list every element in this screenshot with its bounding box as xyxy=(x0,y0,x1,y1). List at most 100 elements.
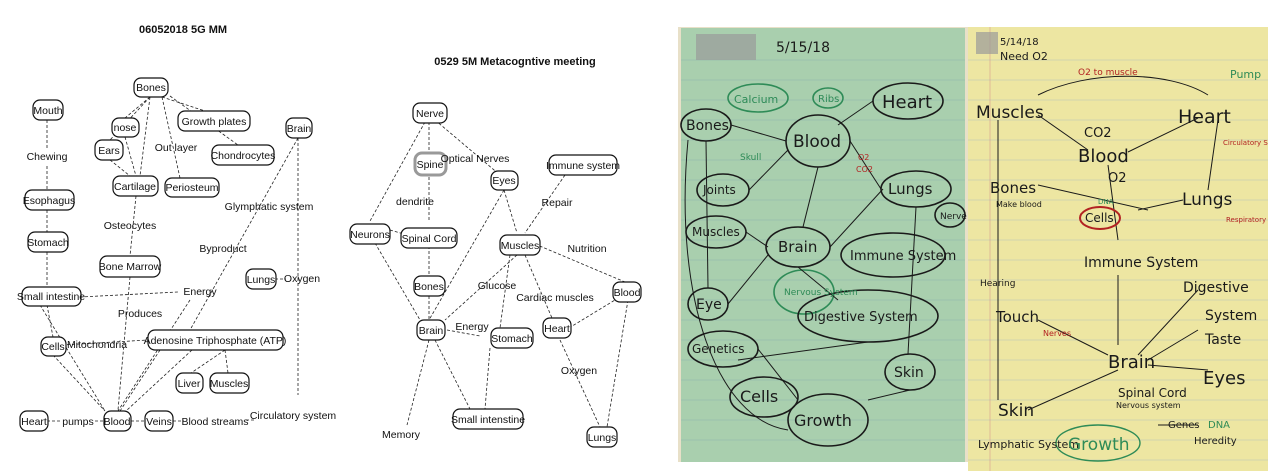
label-out-layer: Out layer xyxy=(155,142,198,154)
concept-map-06052018: 06052018 5G MM Mouth Bon xyxy=(0,0,345,471)
photo1-heart: Heart xyxy=(882,92,932,113)
node-growth-plates: Growth plates xyxy=(177,110,251,132)
node-periosteum: Periosteum xyxy=(164,177,220,198)
svg-text:Small intestine: Small intestine xyxy=(17,291,85,303)
photo1-calcium: Calcium xyxy=(734,93,778,106)
photo2-dna: DNA xyxy=(1098,198,1114,206)
photo1-joints: Joints xyxy=(702,183,736,197)
photo2-nerves: Nerves xyxy=(1043,329,1071,338)
node-blood: Blood xyxy=(103,410,132,432)
photo2-cells: Cells xyxy=(1085,211,1114,225)
label-chewing: Chewing xyxy=(27,151,68,163)
photo1-eye: Eye xyxy=(696,297,722,313)
svg-text:Neurons: Neurons xyxy=(350,229,390,241)
photo1-brain: Brain xyxy=(778,238,817,256)
photo2-taste: Taste xyxy=(1204,332,1241,348)
node-nerve: Nerve xyxy=(412,102,448,124)
photo2-nervous: Nervous system xyxy=(1116,401,1181,410)
photo1-growth: Growth xyxy=(794,411,852,430)
node-veins: Veins xyxy=(144,410,174,432)
node-heart: Heart xyxy=(542,317,572,339)
photo1-immune: Immune System xyxy=(850,249,956,264)
node-bone-marrow: Bone Marrow xyxy=(99,255,162,278)
node-chondrocytes: Chondrocytes xyxy=(211,144,276,166)
ruled-lines-yellow xyxy=(968,59,1268,461)
cells-circle xyxy=(1079,206,1121,230)
diagram2-edges xyxy=(369,119,629,428)
svg-text:Blood: Blood xyxy=(104,416,131,428)
svg-text:Eyes: Eyes xyxy=(492,175,515,187)
svg-text:Chondrocytes: Chondrocytes xyxy=(211,150,276,162)
node-stomach: Stomach xyxy=(490,327,534,349)
node-brain: Brain xyxy=(285,117,313,139)
svg-text:Spinal Cord: Spinal Cord xyxy=(402,233,457,245)
node-lungs: Lungs xyxy=(245,268,277,290)
label-blood-streams: Blood streams xyxy=(181,416,248,428)
blurred-name-2 xyxy=(976,32,998,54)
photo1-skin: Skin xyxy=(894,365,924,381)
svg-text:Blood: Blood xyxy=(614,287,641,299)
node-atp: Adenosine Triphosphate (ATP) xyxy=(144,329,287,351)
photo1-blood: Blood xyxy=(793,132,841,152)
photo2-skin: Skin xyxy=(998,401,1034,421)
photo2-muscles: Muscles xyxy=(976,103,1044,123)
svg-text:Growth plates: Growth plates xyxy=(182,116,247,128)
label-dendrite: dendrite xyxy=(396,196,434,208)
photo2-blood: Blood xyxy=(1078,146,1129,167)
photo2-eyes: Eyes xyxy=(1203,368,1245,389)
photo2-heredity: Heredity xyxy=(1194,436,1237,447)
label-cardiac-muscles: Cardiac muscles xyxy=(516,292,594,304)
label-produces: Produces xyxy=(118,308,162,320)
svg-text:Nerve: Nerve xyxy=(416,108,444,120)
photo2-arrows xyxy=(997,75,1219,426)
svg-text:Bones: Bones xyxy=(136,82,166,94)
photo2-lungs: Lungs xyxy=(1182,190,1233,210)
node-cartilage: Cartilage xyxy=(112,175,159,197)
photo2-genes: Genes xyxy=(1168,420,1200,431)
svg-text:Mouth: Mouth xyxy=(33,105,62,117)
photo2-o2: O2 xyxy=(1108,171,1127,186)
concept-map-06052018-svg: 06052018 5G MM Mouth Bon xyxy=(17,24,337,432)
photo2-pump: Pump xyxy=(1230,68,1261,81)
svg-text:Heart: Heart xyxy=(544,323,570,335)
photo1-co2: CO2 xyxy=(856,165,873,174)
node-esophagus: Esophagus xyxy=(23,189,75,211)
svg-text:Muscles: Muscles xyxy=(501,240,540,252)
svg-text:Stomach: Stomach xyxy=(491,333,533,345)
svg-text:Adenosine Triphosphate (ATP): Adenosine Triphosphate (ATP) xyxy=(144,335,287,347)
node-stomach: Stomach xyxy=(27,231,69,253)
photo2-lymphatic: Lymphatic System xyxy=(978,438,1079,451)
photo2-spinal-cord: Spinal Cord xyxy=(1118,386,1187,400)
node-muscles: Muscles xyxy=(499,234,541,256)
photo2-date: 5/14/18 xyxy=(1000,37,1039,48)
label-pumps: pumps xyxy=(62,416,94,428)
photo2-make-blood: Make blood xyxy=(996,200,1042,209)
node-bones: Bones xyxy=(133,77,169,98)
node-mouth: Mouth xyxy=(32,99,64,121)
node-small-intestine: Small intestine xyxy=(17,286,85,307)
label-memory: Memory xyxy=(382,429,421,441)
label-repair: Repair xyxy=(542,197,573,209)
node-immune-system: Immune system xyxy=(546,154,620,176)
svg-text:Spine: Spine xyxy=(417,159,444,171)
photo-student-map-yellow-svg: 5/14/18 Need O2 Muscles O2 to muscle Pum… xyxy=(968,27,1268,471)
photo-student-map-green: 5/15/18 Calcium Ribs Heart Bones Skull B… xyxy=(678,0,968,471)
photo2-respiratory: Respiratory system xyxy=(1226,216,1268,224)
photo2-need: Need O2 xyxy=(1000,50,1048,63)
label-glucose: Glucose xyxy=(478,280,517,292)
photo-student-map-green-svg: 5/15/18 Calcium Ribs Heart Bones Skull B… xyxy=(678,27,968,471)
label-energy: Energy xyxy=(455,321,489,333)
node-brain: Brain xyxy=(416,319,446,341)
photo2-brain: Brain xyxy=(1108,352,1155,373)
photo2-digestive: Digestive xyxy=(1183,280,1249,296)
svg-text:Brain: Brain xyxy=(287,123,312,135)
photo1-date: 5/15/18 xyxy=(776,40,830,56)
svg-text:Cells: Cells xyxy=(41,341,64,353)
photo1-lungs: Lungs xyxy=(888,180,933,198)
blurred-name xyxy=(696,34,756,60)
node-eyes: Eyes xyxy=(490,170,519,191)
node-bones: Bones xyxy=(413,275,446,297)
svg-text:Ears: Ears xyxy=(98,145,120,157)
node-heart: Heart xyxy=(19,410,49,432)
label-circulatory: Circulatory system xyxy=(250,410,337,422)
